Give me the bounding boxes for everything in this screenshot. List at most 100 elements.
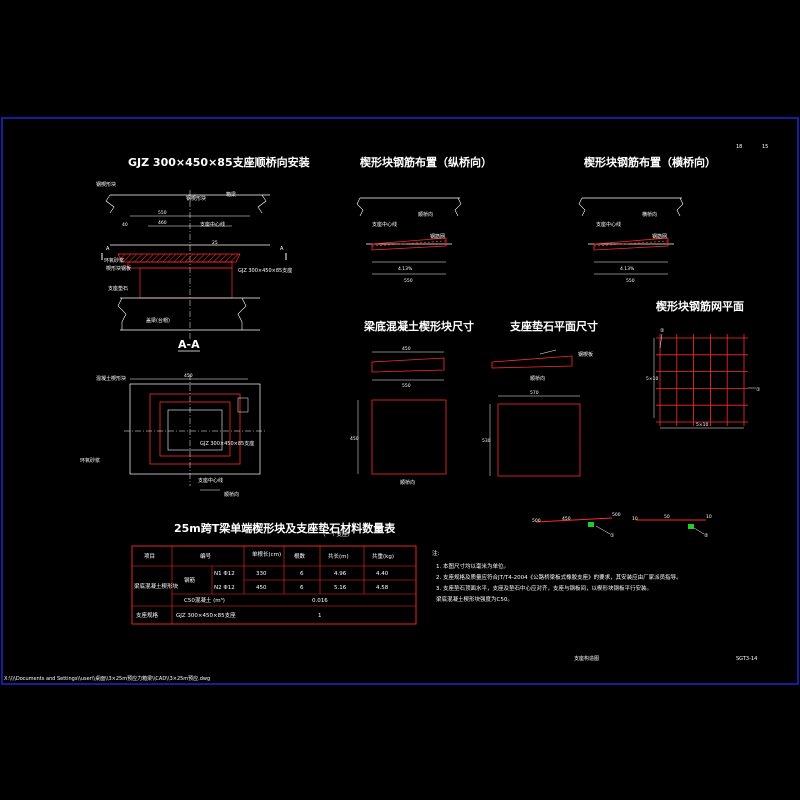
r1-count: 6 bbox=[300, 571, 304, 577]
page-number-total: 15 bbox=[762, 144, 768, 150]
r1-mark: N1 Φ12 bbox=[214, 571, 235, 577]
dim-40: 40 bbox=[122, 222, 128, 228]
page-number-current: 18 bbox=[736, 144, 742, 150]
section-mark-a-right: A bbox=[280, 246, 284, 252]
pad-plate bbox=[491, 355, 573, 369]
mesh-dim-bottom: 5×10 bbox=[696, 422, 708, 428]
pad-plan-rect bbox=[497, 403, 581, 477]
label-pad-stone: 支座垫石 bbox=[108, 285, 128, 292]
th-length: 单根长(cm) bbox=[252, 550, 281, 558]
mesh-plan-view: 楔形块钢筋网平面 ② ① 5×10 5×10 bbox=[646, 299, 761, 429]
bearing-count: 1 bbox=[318, 613, 322, 619]
bearing-label: 支座规格 bbox=[136, 611, 159, 619]
pad-plan-view: 支座垫石平面尺寸 钢楔板 顺桥向 570 530 bbox=[482, 319, 598, 477]
beam-wedge-plan bbox=[371, 399, 447, 475]
material-table: 25m跨T梁单端楔形块及支座垫石材料数量表 （一个支座） 项目 编号 单根长(c… bbox=[131, 521, 417, 625]
th-count: 根数 bbox=[294, 552, 306, 560]
wedge-trans-view: 楔形块钢筋布置（横桥向） 4.13% 550 支座中心线 横桥向 钢筋网 bbox=[578, 155, 716, 284]
table-title: 25m跨T梁单端楔形块及支座垫石材料数量表 bbox=[174, 521, 396, 535]
notes: 注: 1. 本图尺寸均以毫米为单位。 2. 支座规格及质量应符合JT/T4-20… bbox=[432, 549, 682, 603]
beam-wedge-dim-mid: 550 bbox=[402, 383, 411, 389]
label-center-trans: 支座中心线 bbox=[596, 221, 621, 228]
note-1: 1. 本图尺寸均以毫米为单位。 bbox=[436, 562, 509, 570]
concrete-label: C50混凝土 (m³) bbox=[184, 596, 225, 604]
label-longitudinal-aa: 顺桥向 bbox=[224, 491, 239, 498]
beam-wedge-dim-side: 450 bbox=[350, 436, 359, 442]
detail-marker-2: ② bbox=[704, 533, 709, 539]
detail-left-dim-3: 500 bbox=[612, 512, 621, 518]
wedge-long-title: 楔形块钢筋布置（纵桥向） bbox=[360, 155, 492, 169]
beam-wedge-view: 梁底混凝土楔形块尺寸 450 550 450 顺桥向 bbox=[350, 319, 474, 486]
dim-25: 25 bbox=[212, 240, 218, 246]
label-steel-wedge-2: 钢楔形块 bbox=[186, 195, 206, 202]
bearing-name: GJZ 300×450×85支座 bbox=[176, 611, 236, 619]
detail-left-dim-1: 500 bbox=[532, 518, 541, 524]
r1-len: 330 bbox=[256, 571, 267, 577]
table-subtitle: （一个支座） bbox=[320, 530, 353, 538]
wedge-long-slope: 4.13% bbox=[398, 266, 413, 272]
detail-left-dim-2: 450 bbox=[562, 516, 571, 522]
wedge-trans-slope: 4.13% bbox=[620, 266, 635, 272]
wedge-long-red bbox=[371, 237, 447, 251]
bearing-install-title: GJZ 300×450×85支座顺桥向安装 bbox=[128, 155, 310, 169]
th-item: 项目 bbox=[144, 553, 155, 560]
th-weight: 共重(kg) bbox=[372, 552, 394, 560]
support-pad-stone bbox=[139, 267, 233, 299]
th-mark: 编号 bbox=[200, 552, 212, 560]
pad-plan-title: 支座垫石平面尺寸 bbox=[509, 319, 598, 333]
aa-wedge-red bbox=[149, 393, 241, 465]
bearing-pad bbox=[127, 261, 233, 269]
r2-count: 6 bbox=[300, 585, 304, 591]
label-gjz-bearing: GJZ 300×450×85支座 bbox=[238, 267, 292, 274]
label-mesh-trans: 钢筋网 bbox=[652, 233, 667, 240]
file-path: X:\\\\Documents and Settings\\user\\桌面\\… bbox=[4, 675, 210, 682]
r1-total: 4.96 bbox=[334, 571, 347, 577]
mesh-marker-2: ② bbox=[660, 328, 665, 334]
detail-right-dim-2: 10 bbox=[706, 514, 712, 520]
label-box-girder: 箱梁 bbox=[226, 191, 236, 198]
section-aa-view: A-A 450 混凝土楔形块 环氧砂浆 GJZ 300×450×85支座 支座中… bbox=[80, 338, 266, 498]
dim-450-aa: 450 bbox=[184, 373, 193, 379]
detail-right-dim-3: 50 bbox=[664, 514, 670, 520]
mesh-dim-side: 5×10 bbox=[646, 376, 658, 382]
r2-total: 5.16 bbox=[334, 585, 347, 591]
concrete-wedge bbox=[117, 253, 241, 263]
label-center-aa: 支座中心线 bbox=[198, 477, 223, 484]
drawing-code: SGT3-14 bbox=[736, 656, 757, 662]
wedge-trans-title: 楔形块钢筋布置（横桥向） bbox=[584, 155, 716, 169]
concrete-value: 0.016 bbox=[312, 598, 328, 604]
aa-bearing-white bbox=[167, 409, 223, 451]
beam-wedge-profile bbox=[371, 357, 445, 373]
label-concrete-wedge: 混凝土楔形块 bbox=[96, 375, 126, 382]
notes-heading: 注: bbox=[432, 549, 440, 557]
section-mark-a-left: A bbox=[106, 246, 110, 252]
mesh-marker-1: ① bbox=[756, 387, 761, 393]
note-3: 3. 支座垫石顶面水平，支座及垫石中心应对齐，支座与钢板间，以楔形块钢板平行安装… bbox=[436, 584, 652, 592]
wedge-trans-width: 550 bbox=[626, 278, 635, 284]
label-dir-long: 顺桥向 bbox=[418, 211, 433, 218]
pad-dir: 顺桥向 bbox=[530, 375, 545, 382]
aa-bearing-red bbox=[159, 401, 231, 457]
section-aa-title: A-A bbox=[178, 338, 200, 351]
wedge-long-width: 550 bbox=[404, 278, 413, 284]
mesh-plan-title: 楔形块钢筋网平面 bbox=[656, 299, 744, 313]
note-2: 2. 支座规格及质量应符合JT/T4-2004《公路桥梁板式橡胶支座》的要求，其… bbox=[436, 573, 682, 581]
steel-label: 钢筋 bbox=[184, 576, 196, 584]
label-epoxy-aa: 环氧砂浆 bbox=[80, 457, 100, 464]
mesh-grid bbox=[656, 334, 748, 426]
r2-mark: N2 Φ12 bbox=[214, 585, 235, 591]
label-center: 支座中心线 bbox=[200, 221, 225, 228]
beam-wedge-dim-top: 450 bbox=[402, 346, 411, 352]
r1-weight: 4.40 bbox=[376, 571, 389, 577]
wedge-long-view: 楔形块钢筋布置（纵桥向） 4.13% 550 支座中心线 顺桥向 钢筋网 bbox=[356, 155, 492, 284]
label-gjz-aa: GJZ 300×450×85支座 bbox=[200, 440, 254, 447]
pad-dim-top: 570 bbox=[530, 390, 539, 396]
detail-right-dim-1: 10 bbox=[632, 516, 638, 522]
label-wedge-plate: 楔形块钢板 bbox=[106, 265, 131, 272]
beam-wedge-title: 梁底混凝土楔形块尺寸 bbox=[363, 319, 474, 333]
bearing-install-view: GJZ 300×450×85支座顺桥向安装 550 460 40 25 A A … bbox=[96, 155, 310, 340]
note-4: 梁底混凝土楔形块强度为C50。 bbox=[436, 595, 513, 603]
label-mesh-long: 钢筋网 bbox=[430, 233, 445, 240]
label-cap-beam: 盖梁(台帽) bbox=[146, 317, 170, 324]
